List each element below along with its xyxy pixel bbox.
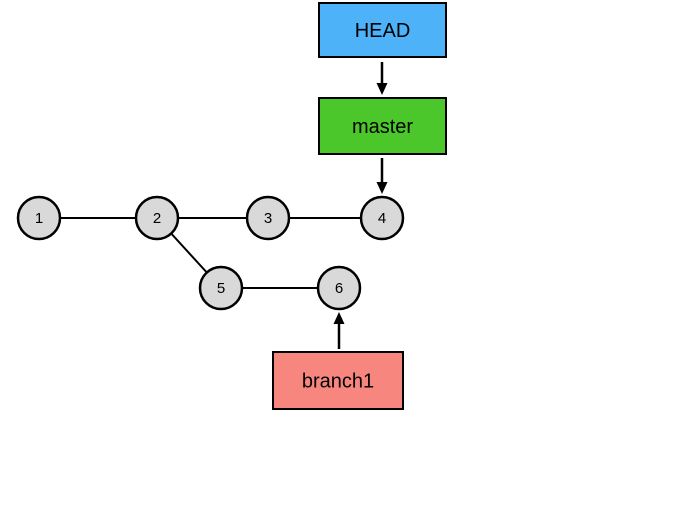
ref-box-master: master <box>318 97 447 155</box>
commit-node-label: 1 <box>35 210 43 227</box>
commit-node-4: 4 <box>359 195 405 241</box>
commit-node-label: 4 <box>378 210 386 227</box>
commit-node-1: 1 <box>16 195 62 241</box>
arrow-head-icon <box>333 312 345 324</box>
commit-node-circle <box>198 265 244 311</box>
arrow-head-icon <box>376 182 388 194</box>
arrow-head-icon <box>376 83 388 95</box>
commit-node-circle <box>245 195 291 241</box>
ref-box-rect <box>318 97 447 155</box>
ref-box-label: HEAD <box>355 20 411 42</box>
commit-node-circle <box>316 265 362 311</box>
commit-node-circle <box>16 195 62 241</box>
commit-node-label: 3 <box>264 210 272 227</box>
arrow-master-to-commit-4 <box>376 158 388 194</box>
ref-box-label: master <box>352 116 413 138</box>
commit-node-circle <box>359 195 405 241</box>
commit-node-label: 6 <box>335 280 343 297</box>
ref-box-rect <box>272 351 404 410</box>
ref-box-branch1: branch1 <box>272 351 404 410</box>
ref-box-rect <box>318 2 447 58</box>
commit-node-3: 3 <box>245 195 291 241</box>
commit-node-label: 2 <box>153 210 161 227</box>
arrow-head-to-master <box>376 62 388 95</box>
commit-node-6: 6 <box>316 265 362 311</box>
ref-box-label: branch1 <box>302 371 374 393</box>
commit-node-2: 2 <box>134 195 180 241</box>
commit-node-5: 5 <box>198 265 244 311</box>
arrow-branch1-to-commit-6 <box>333 312 345 349</box>
commit-node-label: 5 <box>217 280 225 297</box>
ref-box-head: HEAD <box>318 2 447 58</box>
commit-node-circle <box>134 195 180 241</box>
